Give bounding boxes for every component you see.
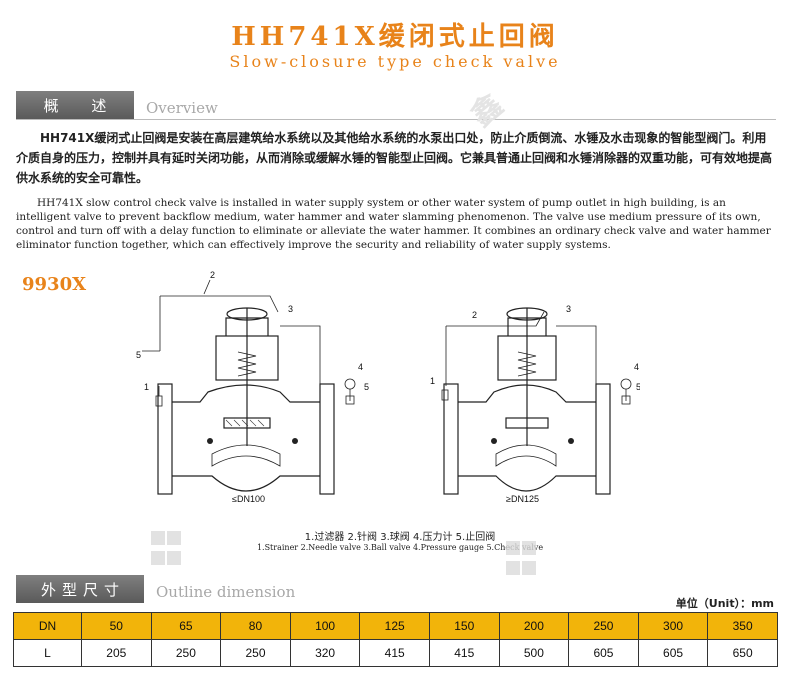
watermark-top: 鑫 [464,87,510,134]
table-cell: 205 [81,639,152,667]
table-cell: 415 [359,639,430,667]
table-cell: 415 [428,639,500,667]
row-header: DN [13,612,82,640]
callout-5-left: 5 [364,382,369,392]
valve-diagram-left: 2 3 5 1 4 5 ≤DN100 [136,270,369,504]
table-cell: 500 [498,639,570,667]
model-number: 9930X [22,274,87,295]
callout-2-left: 2 [210,270,215,280]
legend-cn: 1.过滤器 2.针阀 3.球阀 4.压力计 5.止回阀 [304,532,496,543]
table-cell: 320 [289,639,361,667]
overview-heading: 概 述 Overview [16,90,218,120]
callout-4-right: 4 [634,362,639,372]
unit-label: 单位（Unit）：mm [675,597,774,610]
callout-1-right: 1 [430,376,435,386]
table-cell: 650 [707,639,778,667]
overview-text-cn: HH741X缓闭式止回阀是安装在高层建筑给水系统以及其他给水系统的水泵出口处，防… [16,131,773,185]
callout-5-right: 5 [636,382,640,392]
table-cell: 125 [359,612,430,640]
outline-label-cn: 外型尺寸 [16,575,144,603]
table-cell: 605 [568,639,639,667]
overview-label-cn: 概 述 [16,91,134,119]
callout-5a-left: 5 [136,350,141,360]
legend-en: 1.Strainer 2.Needle valve 3.Ball valve 4… [256,543,544,552]
caption-left: ≤DN100 [232,494,265,504]
callout-4-left: 4 [358,362,363,372]
page-subtitle: Slow-closure type check valve [229,52,561,71]
table-cell: 200 [498,612,570,640]
table-cell: 65 [150,612,222,640]
callout-3-right: 3 [566,304,571,314]
table-cell: 250 [220,639,291,667]
dimension-table: DN 50 65 80 100 125 150 200 250 300 350 … [13,612,778,667]
page-title: HH741X缓闭式止回阀 [231,22,559,52]
callout-3-left: 3 [288,304,293,314]
row-header: L [13,639,82,667]
table-cell: 80 [220,612,291,640]
caption-right: ≥DN125 [506,494,539,504]
valve-diagrams: 2 3 5 1 4 5 ≤DN100 2 3 1 4 5 ≥DN125 [136,270,640,504]
table-cell: 250 [150,639,222,667]
overview-label-en: Overview [146,99,218,117]
outline-heading: 外型尺寸 Outline dimension [16,574,295,604]
callout-1-left: 1 [144,382,149,392]
table-cell: 350 [707,612,778,640]
table-cell: 605 [637,639,709,667]
outline-label-en: Outline dimension [156,583,296,601]
table-cell: 250 [568,612,639,640]
table-cell: 300 [637,612,709,640]
callout-2-right: 2 [472,310,477,320]
watermark-logo-left [150,530,182,570]
table-cell: 150 [428,612,500,640]
overview-text-en: HH741X slow control check valve is insta… [16,197,771,251]
table-row-dn: DN 50 65 80 100 125 150 200 250 300 350 [13,612,778,640]
overview-divider [16,119,776,120]
table-cell: 100 [289,612,361,640]
watermark-logo-right [505,540,537,580]
table-cell: 50 [81,612,152,640]
valve-diagram-right: 2 3 1 4 5 ≥DN125 [430,304,640,504]
table-row-l: L 205 250 250 320 415 415 500 605 605 65… [13,639,778,667]
